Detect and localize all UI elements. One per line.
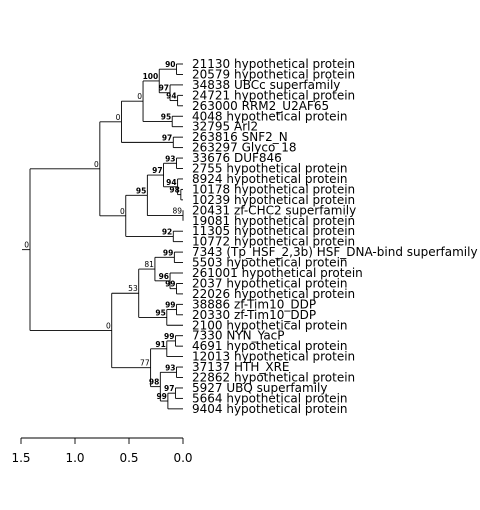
leaf-label: 20431 zf-CHC2 superfamily	[192, 203, 356, 217]
bootstrap-value: 98	[149, 378, 159, 387]
leaf-label: 263000 RRM2_U2AF65	[192, 99, 329, 113]
leaf-label: 24721 hypothetical protein	[192, 88, 355, 102]
leaf-label: 20330 zf-Tim10_DDP	[192, 308, 316, 322]
leaf-label: 38886 zf-Tim10_DDP	[192, 297, 316, 311]
leaf-label: 7330 NYN_YacP	[192, 329, 285, 343]
leaf-label: 5927 UBQ superfamily	[192, 381, 327, 395]
bootstrap-value: 97	[164, 384, 174, 393]
leaf-label: 8924 hypothetical protein	[192, 172, 348, 186]
leaf-label: 22862 hypothetical protein	[192, 371, 355, 385]
leaf-label: 263816 SNF2_N	[192, 130, 288, 144]
leaf-label: 10178 hypothetical protein	[192, 182, 355, 196]
leaf-label: 263297 Glyco_18	[192, 141, 297, 155]
bootstrap-value: 91	[155, 340, 165, 349]
bootstrap-value: 99	[165, 301, 175, 310]
bootstrap-value: 77	[140, 359, 150, 368]
bootstrap-value: 89	[172, 207, 182, 216]
bootstrap-value: 90	[165, 60, 175, 69]
bootstrap-value: 97	[162, 133, 172, 142]
leaf-label: 37137 HTH_XRE	[192, 360, 290, 374]
leaf-label: 19081 hypothetical protein	[192, 214, 355, 228]
axis-tick-label: 1.0	[65, 451, 84, 465]
leaf-label: 33676 DUF846	[192, 151, 282, 165]
bootstrap-value: 99	[163, 248, 173, 257]
bootstrap-value: 100	[143, 72, 159, 81]
bootstrap-value: 95	[155, 308, 165, 317]
bootstrap-value: 97	[152, 166, 162, 175]
bootstrap-value: 94	[166, 92, 176, 101]
bootstrap-value: 0	[137, 92, 142, 101]
bootstrap-value: 92	[162, 227, 172, 236]
bootstrap-value: 81	[144, 260, 154, 269]
leaf-label: 34838 UBCc superfamily	[192, 78, 340, 92]
axis-tick-label: 1.5	[11, 451, 30, 465]
leaf-label: 10772 hypothetical protein	[192, 235, 355, 249]
leaf-label: 32795 Arl2	[192, 120, 258, 134]
bootstrap-value: 99	[165, 280, 175, 289]
leaf-label: 7343 (Tp_HSF_2,3b) HSF_DNA-bind superfam…	[192, 245, 478, 259]
leaf-label: 9404 hypothetical protein	[192, 402, 348, 416]
bootstrap-value: 96	[159, 272, 169, 281]
leaf-label: 2037 hypothetical protein	[192, 276, 348, 290]
bootstrap-value: 95	[136, 186, 146, 195]
bootstrap-value: 0	[24, 241, 29, 250]
bootstrap-value: 93	[165, 154, 175, 163]
scale-axis: 1.5 1.0 0.5 0.0	[11, 437, 193, 465]
leaf-label: 2100 hypothetical protein	[192, 318, 348, 332]
bootstrap-value: 0	[94, 160, 99, 169]
leaf-label: 4048 hypothetical protein	[192, 109, 348, 123]
axis-tick-label: 0.0	[173, 451, 192, 465]
leaf-label: 5503 hypothetical protein	[192, 256, 348, 270]
bootstrap-value: 0	[116, 113, 121, 122]
leaf-label: 22026 hypothetical protein	[192, 287, 355, 301]
bootstrap-value: 53	[128, 284, 138, 293]
leaf-label: 21130 hypothetical protein	[192, 57, 355, 71]
tree-branches	[22, 63, 184, 410]
leaf-label: 11305 hypothetical protein	[192, 224, 355, 238]
bootstrap-value: 98	[169, 186, 179, 195]
support-values: 9094971009509709398949789959200999996819…	[24, 60, 182, 401]
bootstrap-value: 0	[120, 207, 125, 216]
bootstrap-value: 93	[165, 363, 175, 372]
bootstrap-value: 95	[161, 112, 171, 121]
leaf-label: 20579 hypothetical protein	[192, 67, 355, 81]
leaf-label: 2755 hypothetical protein	[192, 162, 348, 176]
bootstrap-value: 99	[164, 332, 174, 341]
leaf-label: 12013 hypothetical protein	[192, 350, 355, 364]
bootstrap-value: 99	[156, 392, 166, 401]
bootstrap-value: 0	[106, 321, 111, 330]
leaf-label: 10239 hypothetical protein	[192, 193, 355, 207]
axis-tick-label: 0.5	[119, 451, 138, 465]
leaf-label: 261001 hypothetical protein	[192, 266, 363, 280]
leaf-label: 4691 hypothetical protein	[192, 339, 348, 353]
leaf-label: 5664 hypothetical protein	[192, 391, 348, 405]
bootstrap-value: 97	[159, 84, 169, 93]
bootstrap-value: 94	[166, 178, 176, 187]
